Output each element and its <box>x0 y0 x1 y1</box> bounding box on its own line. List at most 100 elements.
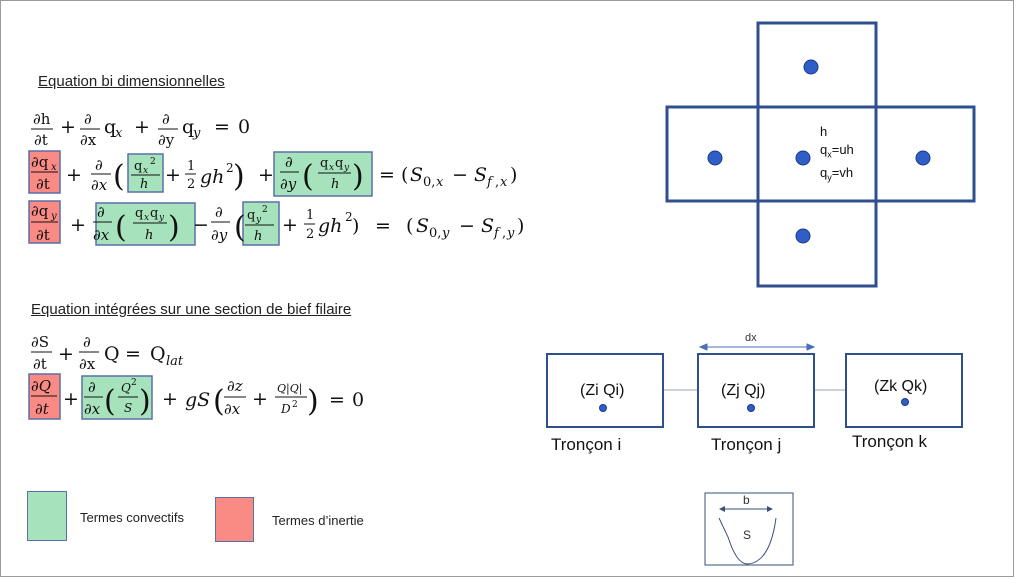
grid-dot-bottom <box>795 228 811 244</box>
svg-text:∂x: ∂x <box>84 400 101 418</box>
svg-text:(: ( <box>234 210 246 245</box>
svg-text:q: q <box>104 116 116 138</box>
svg-text:∂x: ∂x <box>80 131 97 149</box>
label-qx: qx=uh <box>820 142 854 160</box>
svg-text:y: y <box>441 226 450 241</box>
troncon-k: Tronçon k <box>852 432 927 451</box>
svg-text:S: S <box>416 215 429 237</box>
dx-label: dx <box>745 332 757 344</box>
svg-text:x: x <box>143 166 148 176</box>
heading-2d-equations: Equation bi dimensionnelles <box>38 73 225 90</box>
svg-text:∂: ∂ <box>88 378 96 396</box>
grid-dot-right <box>915 150 931 166</box>
convective-box-qx2 <box>127 153 164 193</box>
svg-text:∂q: ∂q <box>31 153 49 171</box>
svg-text:2: 2 <box>345 210 353 224</box>
svg-text:Q: Q <box>121 381 131 395</box>
equation-momentum-1d: ∂Q ∂t + ∂ ∂x ( Q 2 S ) + gS ( ∂z ∂x + Q|… <box>31 377 364 419</box>
svg-text:+: + <box>58 343 74 365</box>
svg-text:x: x <box>144 213 149 223</box>
svg-text:y: y <box>255 215 262 225</box>
svg-text:gS: gS <box>185 389 210 411</box>
section-b-label: b <box>743 493 750 507</box>
svg-text:y: y <box>158 213 165 223</box>
svg-text:+: + <box>258 164 274 186</box>
svg-text:): ) <box>168 210 180 245</box>
svg-text:∂t: ∂t <box>33 355 47 373</box>
equation-momentum-x: ∂q x ∂t + ∂ ∂x ( q x 2 h + 1 2 gh 2 ) + … <box>31 153 517 194</box>
label-qy: qy=vh <box>820 164 854 183</box>
svg-text:(: ( <box>104 384 116 419</box>
svg-text:2: 2 <box>226 161 234 175</box>
svg-text:0,: 0, <box>429 226 441 241</box>
svg-text:−: − <box>193 214 209 236</box>
svg-text:+: + <box>66 164 82 186</box>
svg-text:+: + <box>282 214 298 236</box>
reach-boxes <box>546 353 963 428</box>
reach-box-i <box>546 353 664 428</box>
section-sketch-frame <box>704 492 794 566</box>
node-label-i: (Zi Qi) <box>580 382 625 399</box>
svg-text:=: = <box>125 343 141 365</box>
svg-text:+: + <box>63 388 79 410</box>
svg-text:∂: ∂ <box>285 153 293 171</box>
svg-text:q: q <box>247 208 255 223</box>
svg-text:(: ( <box>302 159 314 194</box>
svg-text:f: f <box>486 175 494 190</box>
troncon-i: Tronçon i <box>551 435 622 454</box>
svg-text:): ) <box>352 215 359 237</box>
cross-grid <box>665 21 976 288</box>
svg-text:,: , <box>495 175 499 190</box>
node-label-k: (Zk Qk) <box>874 378 928 395</box>
equation-continuity-2d: ∂h ∂t + ∂ ∂x q x + ∂ ∂y q y = 0 <box>31 110 250 149</box>
svg-text:+: + <box>70 214 86 236</box>
svg-text:2: 2 <box>292 400 298 410</box>
svg-text:∂t: ∂t <box>36 226 50 244</box>
svg-text:h: h <box>331 177 339 192</box>
svg-text:0,: 0, <box>423 175 435 190</box>
svg-text:Q|Q|: Q|Q| <box>277 382 302 396</box>
reach-box-k <box>845 353 963 428</box>
svg-text:gh: gh <box>200 166 224 188</box>
reach-dot-j <box>747 404 755 412</box>
grid-dots <box>707 59 931 244</box>
svg-text:∂q: ∂q <box>31 202 49 220</box>
svg-text:∂z: ∂z <box>227 377 243 395</box>
svg-text:0: 0 <box>352 389 364 411</box>
svg-text:f: f <box>493 226 501 241</box>
svg-text:2: 2 <box>306 227 314 242</box>
svg-text:x: x <box>500 175 508 190</box>
legend-swatch-convective <box>27 491 67 541</box>
svg-text:x: x <box>51 162 57 173</box>
svg-text:): ) <box>307 384 319 419</box>
svg-text:+: + <box>134 116 150 138</box>
svg-text:S: S <box>481 215 494 237</box>
section-s-label: S <box>743 528 752 542</box>
grid-cell-right <box>874 105 976 203</box>
svg-text:1: 1 <box>187 159 195 174</box>
svg-text:∂S: ∂S <box>31 333 49 351</box>
svg-text:h: h <box>254 229 262 244</box>
svg-text:∂x: ∂x <box>91 176 108 194</box>
svg-text:x: x <box>329 163 334 173</box>
svg-text:S: S <box>410 164 423 186</box>
svg-text:y: y <box>50 211 57 222</box>
svg-text:∂h: ∂h <box>33 110 51 128</box>
svg-text:h: h <box>145 228 153 243</box>
svg-text:gh: gh <box>318 215 342 237</box>
reach-dot-k <box>901 398 909 406</box>
svg-text:=: = <box>379 164 395 186</box>
svg-text:D: D <box>280 402 291 416</box>
troncon-j: Tronçon j <box>711 435 782 454</box>
svg-text:∂t: ∂t <box>35 400 50 418</box>
svg-text:∂x: ∂x <box>79 355 96 373</box>
equation-continuity-1d: ∂S ∂t + ∂ ∂x Q = Q lat <box>31 333 184 373</box>
svg-text:q: q <box>335 156 343 171</box>
svg-text:S: S <box>124 401 132 415</box>
svg-text:(: ( <box>115 210 127 245</box>
svg-text:Q: Q <box>150 343 166 365</box>
label-h: h <box>820 124 828 139</box>
svg-text:∂x: ∂x <box>93 226 110 244</box>
svg-text:): ) <box>510 164 517 186</box>
